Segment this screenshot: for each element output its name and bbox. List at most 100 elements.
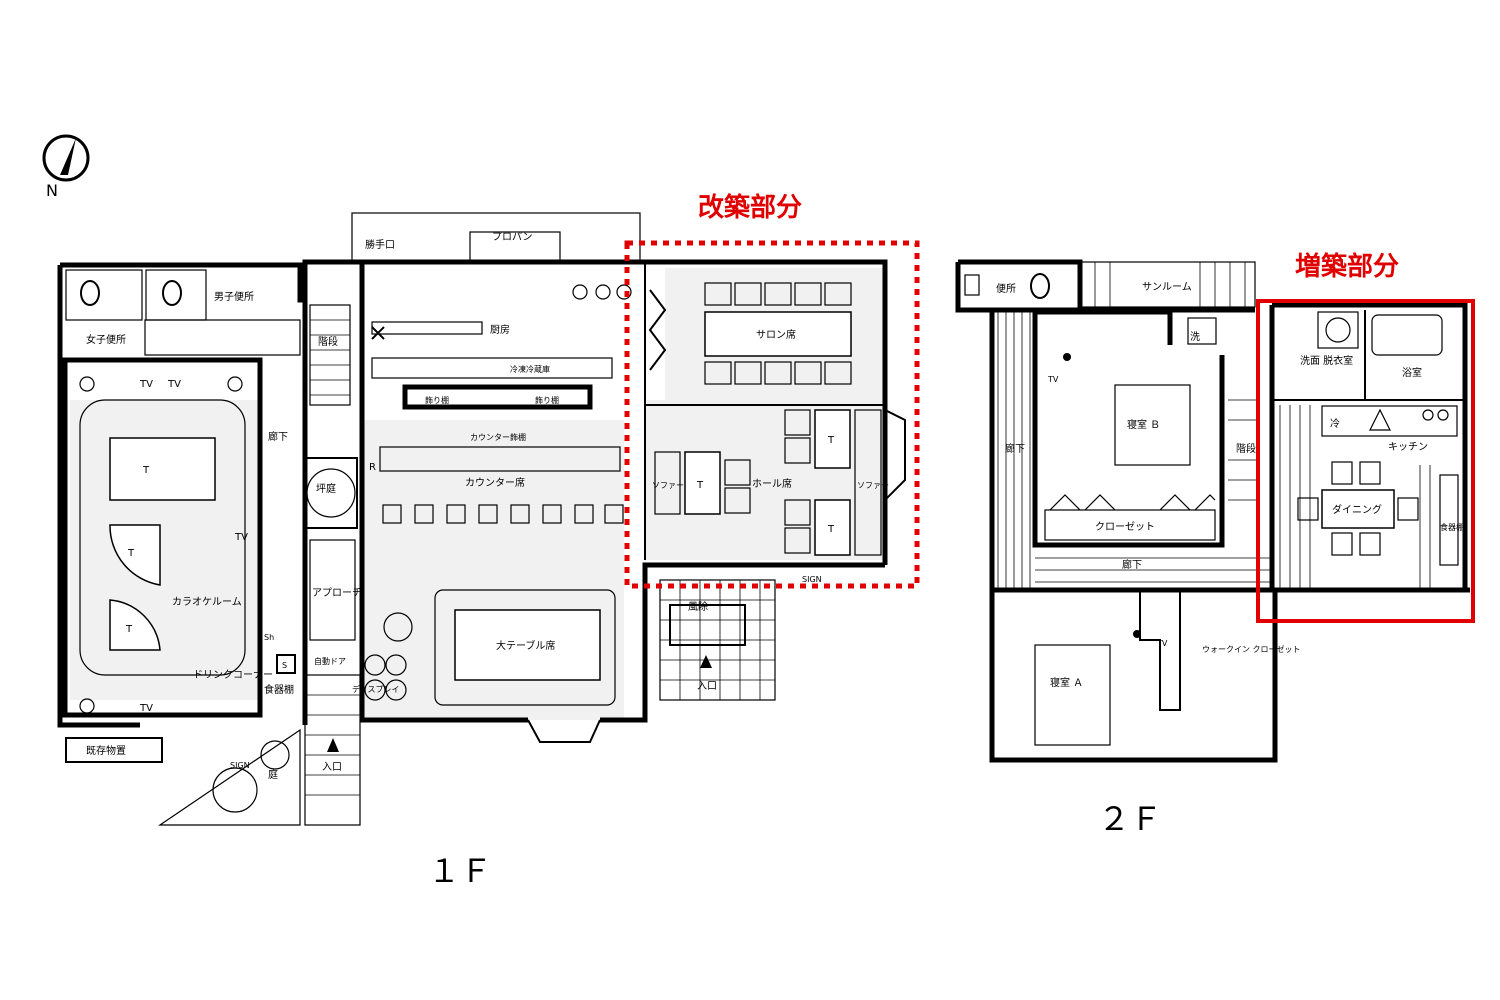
- tsubo-garden: [304, 457, 358, 529]
- hall-table-3: [814, 499, 851, 556]
- basin-icon: [1325, 317, 1351, 343]
- tv-label: TV: [167, 379, 181, 390]
- range-hood-icon: [1369, 408, 1391, 431]
- table-t-label: T: [827, 435, 835, 446]
- tv-label: TV: [1047, 375, 1059, 384]
- existing-storage: [65, 737, 163, 763]
- bedroom-b-wall: [1032, 312, 1225, 548]
- sunroom-label: サンルーム: [1142, 281, 1192, 293]
- corridor-label: 廊下: [268, 430, 288, 443]
- hall-chair: [724, 487, 751, 514]
- floor-2-plan: 便所 サンルーム 廊下 廊下 洗 寝室 Ｂ TV クローゼット: [955, 259, 1470, 838]
- walkin-closet-label: ウォークイン クローゼット: [1202, 644, 1301, 654]
- cupboard-label: 食器棚: [1440, 522, 1464, 532]
- counter-stools: [382, 504, 624, 524]
- entrance-2-label: 入口: [697, 681, 717, 692]
- stairs-label: 階段: [1236, 442, 1256, 455]
- karaoke-table-1: [109, 437, 216, 501]
- sign-1-label: SIGN: [230, 761, 250, 770]
- bedroom-a-label: 寝室 Ａ: [1050, 676, 1083, 689]
- hall-chair: [724, 459, 751, 486]
- north-arrow-icon: [60, 138, 76, 175]
- toilet-wall: [955, 259, 1083, 313]
- sink-icon: [964, 274, 980, 296]
- sh-mark: Sh: [264, 633, 274, 642]
- hall-chair: [784, 437, 811, 464]
- big-table: [454, 609, 601, 681]
- floor-1-plan: 男子便所 女子便所 階段 勝手口 プロパン 厨房 冷凍冷蔵庫 飾り棚 飾り棚 カ…: [57, 212, 906, 890]
- bay-window-1: [527, 719, 601, 743]
- refrigerator-label: 冷凍冷蔵庫: [510, 364, 550, 374]
- extension-inner-walls: [1272, 310, 1465, 401]
- windbreak-room: [669, 604, 746, 646]
- speaker-icon: [79, 376, 95, 392]
- table-t-label: T: [125, 624, 133, 635]
- dining-table: [1321, 489, 1395, 529]
- stair-treads: [310, 319, 350, 396]
- stair-treads-2f: [1228, 399, 1258, 501]
- tree-icon: [212, 767, 258, 813]
- corridor-2-label: 廊下: [1122, 558, 1142, 571]
- tree-icon: [306, 468, 356, 518]
- south-wall: [600, 562, 885, 723]
- stairs-1f: [309, 304, 351, 406]
- kitchen-label: 厨房: [490, 323, 510, 336]
- wash-basin: [1317, 311, 1359, 349]
- kitchen-west-wall: [359, 262, 528, 723]
- cupboard: [1439, 474, 1459, 566]
- bedroom-b-top-wall: [1035, 309, 1173, 345]
- r-mark: R: [369, 462, 376, 473]
- tv-label: TV: [139, 703, 153, 714]
- display-label: ディスプレイ: [352, 684, 399, 694]
- table-t-label: T: [827, 524, 835, 535]
- west-wall: [57, 265, 140, 728]
- burner-icon: [1422, 409, 1434, 421]
- entrance-arrow-icon: [700, 655, 712, 668]
- table-t-label: T: [127, 548, 135, 559]
- burner-icon: [1437, 409, 1449, 421]
- kitchen-counter-2f: [1321, 405, 1458, 437]
- garden-area: [158, 728, 301, 826]
- big-table-seating: [434, 589, 616, 706]
- tsubo-garden-label: 坪庭: [316, 482, 336, 495]
- bath-label: 浴室: [1402, 366, 1422, 379]
- karaoke-wall: [62, 357, 263, 718]
- s-mark: S: [282, 661, 287, 670]
- karaoke-sofa: [79, 399, 246, 676]
- hall-table-2: [814, 409, 851, 469]
- karaoke-table-3: [109, 599, 161, 651]
- shelf-2-label: 飾り棚: [535, 395, 559, 405]
- entrance-arrow-icon: [327, 738, 339, 752]
- floor-2-outer-wall: [989, 307, 1470, 763]
- kitchen-floorboards: [1279, 405, 1431, 588]
- closet: [1044, 509, 1216, 541]
- big-table-label: 大テーブル席: [496, 639, 555, 652]
- toilet-icon: [162, 280, 182, 306]
- storage-row: [144, 319, 301, 356]
- table-t-label: T: [696, 480, 704, 491]
- renovation-label: 改築部分: [698, 192, 802, 223]
- counter-seats-label: カウンター席: [465, 476, 525, 489]
- burner-icon: [595, 284, 611, 300]
- tree-icon: [260, 740, 290, 770]
- washroom-label: 洗面 脱衣室: [1300, 354, 1353, 367]
- dish-shelf-label: 食器棚: [264, 683, 294, 696]
- bedroom-b-label: 寝室 Ｂ: [1127, 418, 1160, 431]
- laundry-label: 洗: [1190, 331, 1200, 343]
- garden-label: 庭: [268, 768, 278, 781]
- sunroom-floor: [1094, 262, 1246, 307]
- speaker-icon: [227, 376, 243, 392]
- bathtub-icon: [1371, 314, 1443, 356]
- corridor-floorboards: [997, 310, 1270, 590]
- mens-toilet-label: 男子便所: [214, 290, 254, 303]
- sunroom: [1079, 261, 1256, 308]
- hall-chair: [784, 527, 811, 554]
- toilet-icon: [80, 280, 100, 306]
- approach-label: アプローチ: [312, 587, 362, 599]
- tv-label: TV: [234, 532, 248, 543]
- existing-storage-label: 既存物置: [86, 744, 126, 757]
- display-circles: [364, 654, 407, 701]
- dining-label: ダイニング: [1332, 503, 1382, 516]
- compass: N: [42, 134, 90, 200]
